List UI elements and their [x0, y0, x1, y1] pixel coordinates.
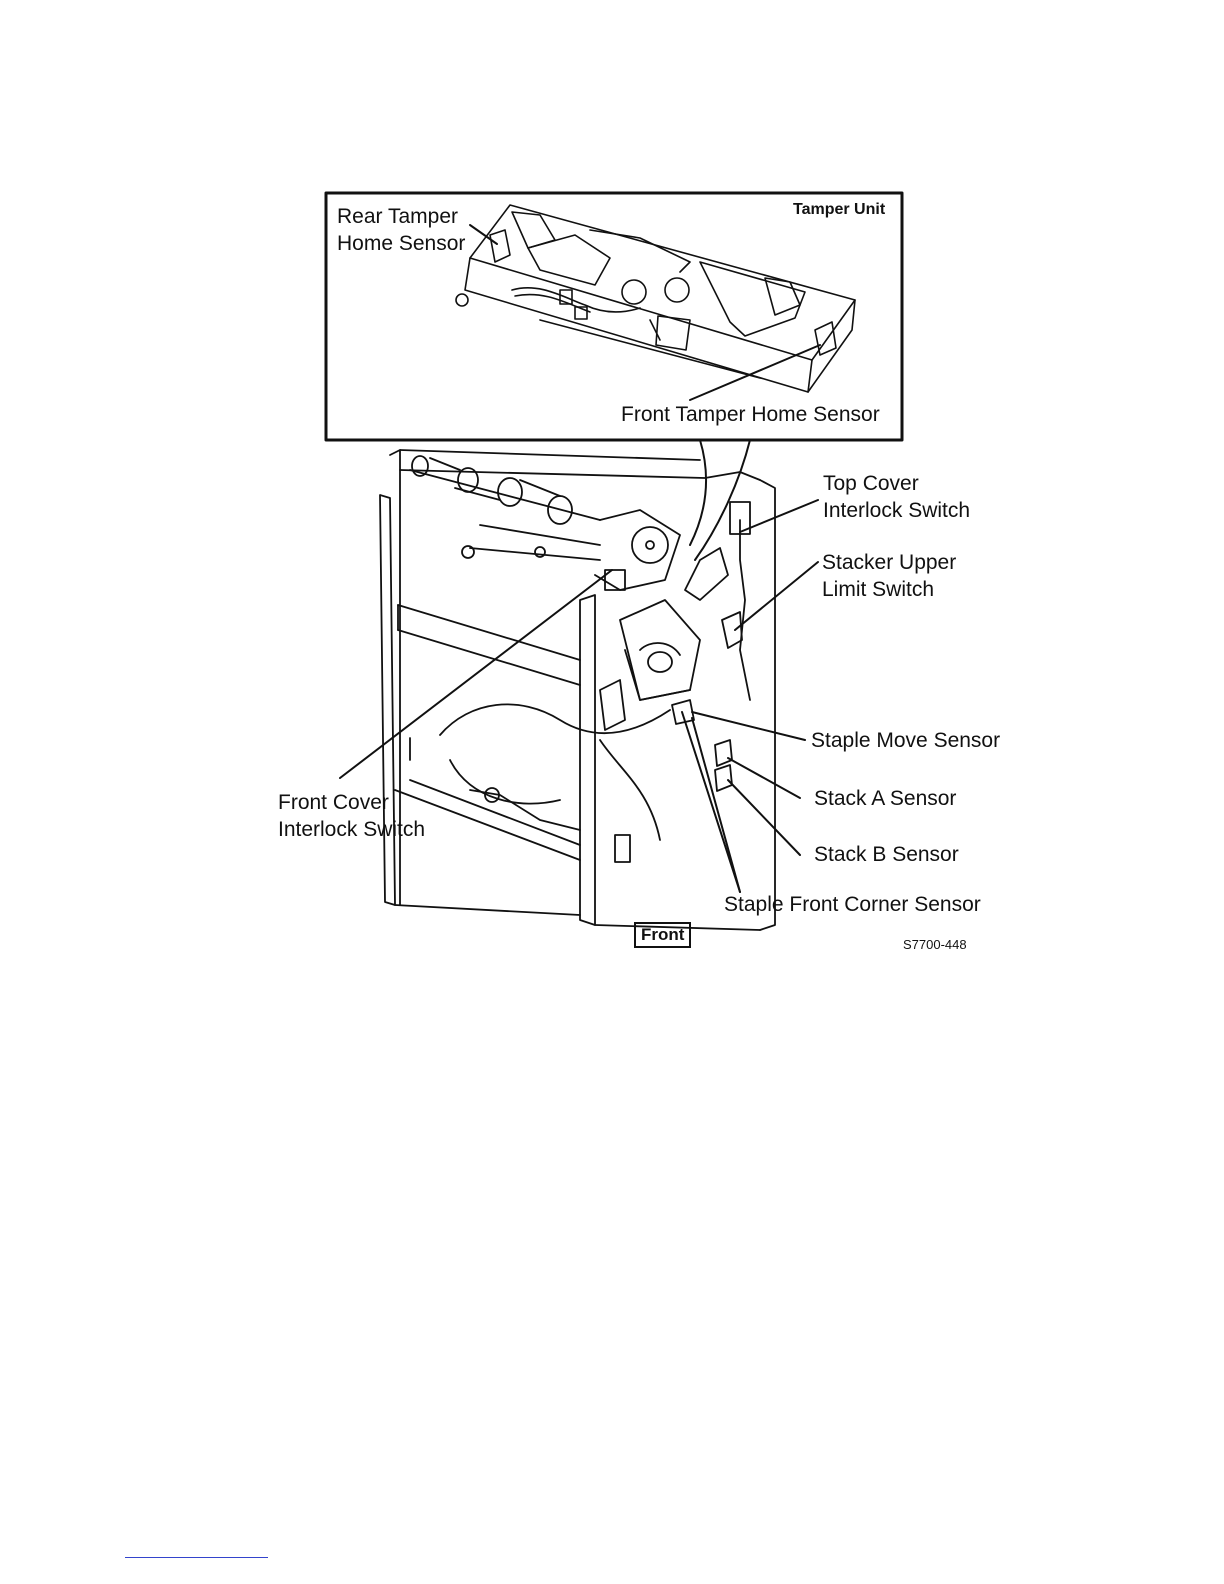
figure-id: S7700-448 — [903, 937, 967, 952]
top-cover-interlock-switch-line1: Top Cover — [823, 470, 970, 497]
leader-staple-move-sensor — [692, 712, 805, 740]
top-cover-interlock-switch-label: Top Cover Interlock Switch — [823, 470, 970, 524]
stacker-upper-limit-switch-line1: Stacker Upper — [822, 549, 956, 576]
staple-move-sensor-label: Staple Move Sensor — [811, 727, 1000, 754]
leader-staple-front-corner-sensor-1 — [682, 712, 740, 892]
leader-inset-callout-left — [690, 440, 706, 545]
stacker-upper-limit-switch-line2: Limit Switch — [822, 576, 956, 603]
leader-stacker-upper-limit-switch — [735, 562, 818, 630]
front-cover-interlock-switch-line2: Interlock Switch — [278, 816, 425, 843]
staple-front-corner-sensor-label: Staple Front Corner Sensor — [724, 891, 981, 918]
top-cover-interlock-switch-line2: Interlock Switch — [823, 497, 970, 524]
leader-front-tamper-home-sensor — [690, 345, 820, 400]
front-tamper-home-sensor-label: Front Tamper Home Sensor — [621, 401, 880, 428]
tamper-unit-drawing — [456, 205, 855, 392]
finisher-main-drawing — [380, 450, 775, 930]
stack-b-sensor-label: Stack B Sensor — [814, 841, 959, 868]
tamper-unit-title: Tamper Unit — [793, 201, 885, 219]
rear-tamper-home-sensor-label: Rear Tamper Home Sensor — [337, 203, 465, 257]
front-orientation-tag: Front — [634, 922, 691, 948]
rear-tamper-home-sensor-line2: Home Sensor — [337, 230, 465, 257]
leader-top-cover-interlock-switch — [740, 500, 818, 532]
stack-a-sensor-label: Stack A Sensor — [814, 785, 956, 812]
front-cover-interlock-switch-line1: Front Cover — [278, 789, 425, 816]
rear-tamper-home-sensor-line1: Rear Tamper — [337, 203, 465, 230]
footnote-rule — [125, 1557, 268, 1558]
stacker-upper-limit-switch-label: Stacker Upper Limit Switch — [822, 549, 956, 603]
front-cover-interlock-switch-label: Front Cover Interlock Switch — [278, 789, 425, 843]
